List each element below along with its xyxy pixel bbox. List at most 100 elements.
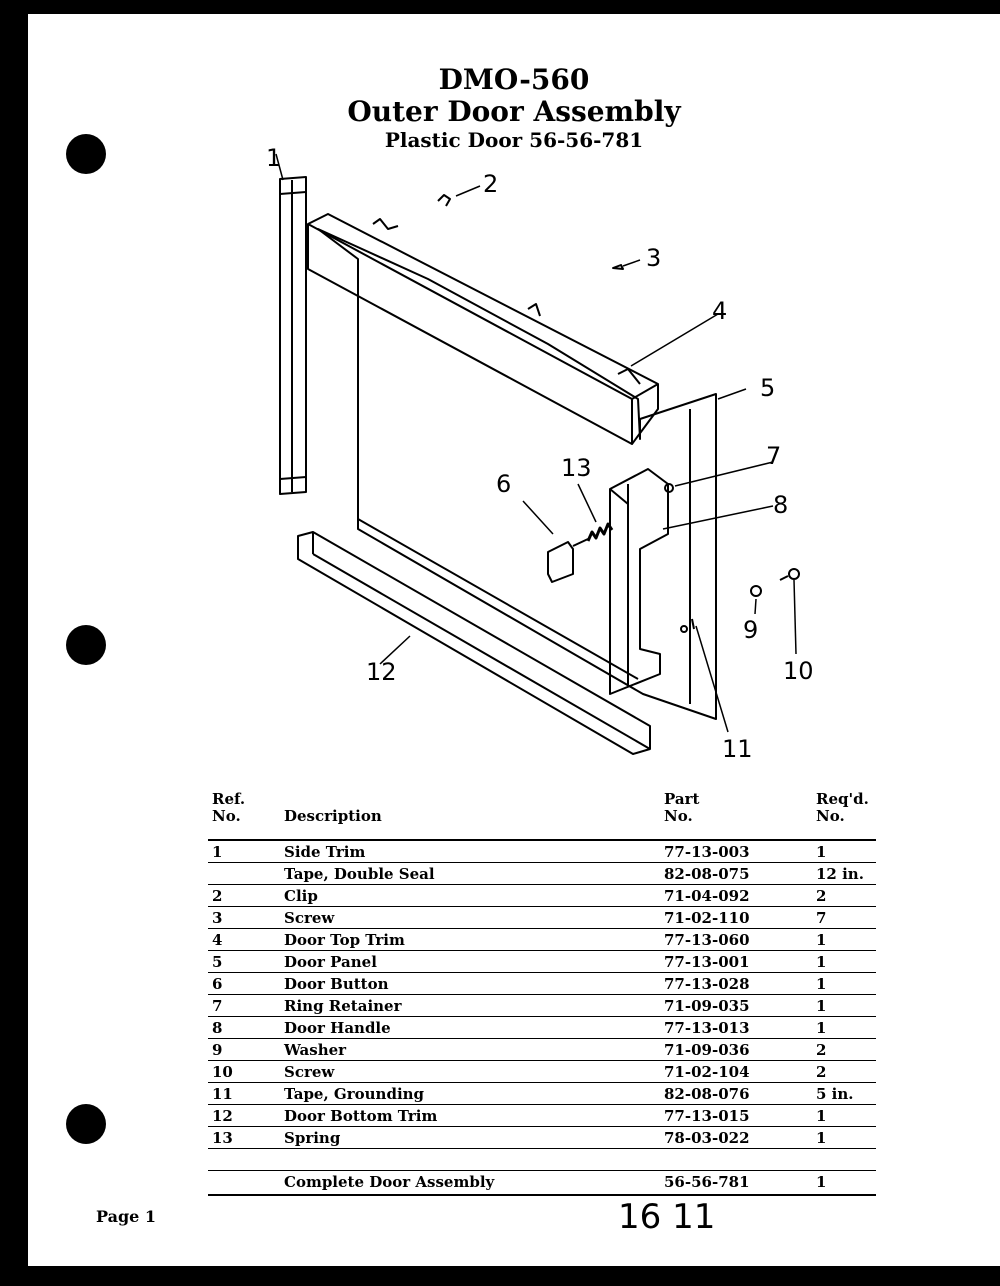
cell-description: Door Top Trim [284,931,405,949]
clip-part [437,194,451,207]
total-reqd: 1 [816,1173,827,1191]
cell-reqd: 1 [816,931,827,949]
cell-description: Side Trim [284,843,366,861]
cell-description: Clip [284,887,318,905]
table-separator [208,1149,876,1171]
callout-5: 5 [760,374,775,402]
title-block: DMO-560 Outer Door Assembly Plastic Door… [28,63,1000,153]
binder-hole-top [66,134,106,174]
cell-part: 71-09-036 [664,1041,750,1059]
model-title: DMO-560 [438,63,590,96]
cell-part: 82-08-076 [664,1085,750,1103]
cell-description: Tape, Double Seal [284,865,435,883]
table-header: Ref. No. Description Part No. Req'd. No. [208,789,876,841]
handwritten-note: 16 11 [618,1197,716,1237]
cell-description: Screw [284,1063,335,1081]
cell-ref: 10 [212,1063,233,1081]
cell-reqd: 1 [816,997,827,1015]
table-row: 2 Clip 71-04-092 2 [208,885,876,907]
cell-reqd: 5 in. [816,1085,854,1103]
header-reqd: Req'd. No. [816,790,869,825]
cell-description: Door Handle [284,1019,391,1037]
callout-7: 7 [766,442,781,470]
cell-reqd: 1 [816,1019,827,1037]
callout-3: 3 [646,244,661,272]
table-row: 7 Ring Retainer 71-09-035 1 [208,995,876,1017]
washer-part [750,585,762,597]
cell-ref: 2 [212,887,223,905]
callout-6: 6 [496,470,511,498]
cell-reqd: 1 [816,953,827,971]
cell-ref: 12 [212,1107,233,1125]
cell-part: 77-13-001 [664,953,750,971]
header-description: Description [284,807,382,825]
table-row: 3 Screw 71-02-110 7 [208,907,876,929]
callout-2: 2 [483,170,498,198]
cell-reqd: 1 [816,1107,827,1125]
leader-lines [275,153,797,733]
header-part: Part No. [664,790,700,825]
cell-reqd: 7 [816,909,827,927]
table-total-row: Complete Door Assembly 56-56-781 1 [208,1171,876,1196]
spring-part [586,522,614,542]
cell-part: 71-04-092 [664,887,750,905]
cell-reqd: 2 [816,1041,827,1059]
cell-ref: 1 [212,843,223,861]
door-button-part [547,538,589,583]
total-part: 56-56-781 [664,1173,750,1191]
cell-part: 77-13-003 [664,843,750,861]
door-handle-part [609,468,669,695]
binder-hole-bottom [66,1104,106,1144]
cell-part: 77-13-028 [664,975,750,993]
cell-description: Screw [284,909,335,927]
cell-description: Door Bottom Trim [284,1107,438,1125]
cell-ref: 11 [212,1085,233,1103]
binder-hole-middle [66,625,106,665]
callout-10: 10 [783,657,814,685]
cell-ref: 8 [212,1019,223,1037]
cell-part: 71-02-110 [664,909,750,927]
cell-description: Spring [284,1129,341,1147]
assembly-subtitle: Plastic Door 56-56-781 [384,128,644,152]
cell-ref: 7 [212,997,223,1015]
door-panel-part [317,228,717,720]
ring-retainer-part [664,483,674,493]
callout-9: 9 [743,616,758,644]
cell-part: 77-13-013 [664,1019,750,1037]
cell-ref: 13 [212,1129,233,1147]
cell-description: Door Panel [284,953,377,971]
cell-description: Ring Retainer [284,997,402,1015]
total-description: Complete Door Assembly [284,1173,495,1191]
cell-ref: 9 [212,1041,223,1059]
cell-part: 71-09-035 [664,997,750,1015]
page-number: Page 1 [96,1207,157,1226]
cell-ref: 3 [212,909,223,927]
parts-table: Ref. No. Description Part No. Req'd. No.… [208,789,876,1196]
cell-ref: 4 [212,931,223,949]
callout-12: 12 [366,658,397,686]
exploded-diagram: 1 2 3 4 5 6 7 8 9 10 11 12 13 [266,144,814,763]
screw-part-10 [779,568,800,581]
callout-4: 4 [712,297,727,325]
callout-13: 13 [561,454,592,482]
cell-part: 71-02-104 [664,1063,750,1081]
grounding-tape-part [680,618,695,633]
cell-ref: 5 [212,953,223,971]
cell-description: Door Button [284,975,389,993]
cell-part: 78-03-022 [664,1129,750,1147]
table-row: 13 Spring 78-03-022 1 [208,1127,876,1149]
cell-reqd: 2 [816,887,827,905]
cell-ref: 6 [212,975,223,993]
header-ref: Ref. No. [212,790,246,825]
table-row: 8 Door Handle 77-13-013 1 [208,1017,876,1039]
screw-part-3 [612,264,624,270]
cell-reqd: 1 [816,1129,827,1147]
cell-reqd: 12 in. [816,865,864,883]
cell-description: Washer [284,1041,347,1059]
